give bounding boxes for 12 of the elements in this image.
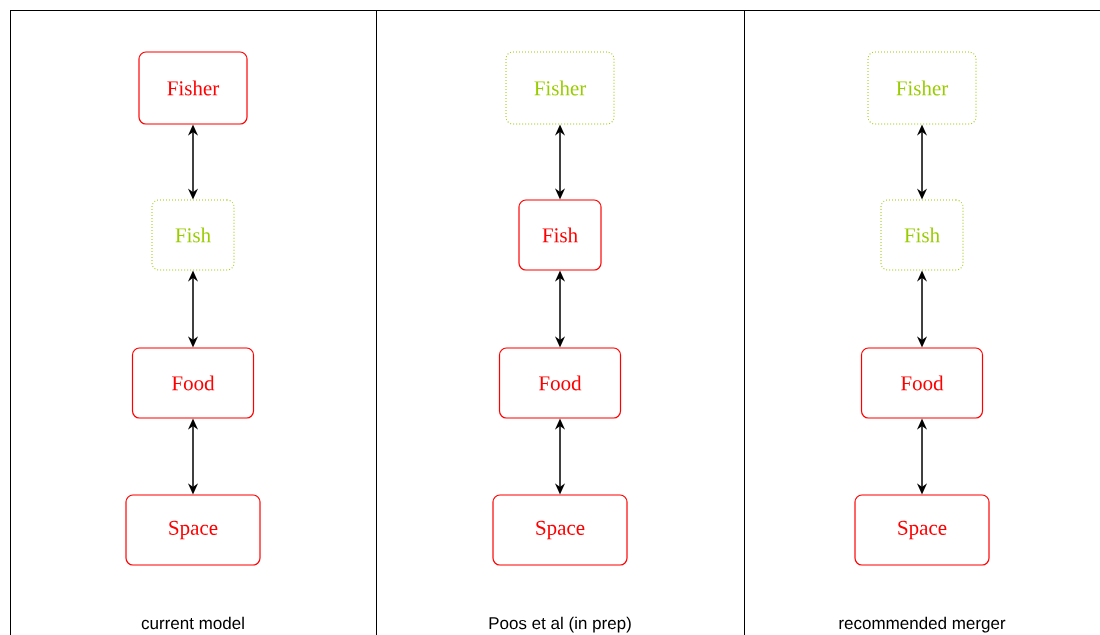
model-box: Space [125,494,261,566]
model-box: Space [492,494,628,566]
model-box: Fish [518,199,602,271]
model-box: Fisher [867,51,977,125]
model-box: Food [131,347,255,419]
model-box: Fish [151,199,235,271]
model-box: Space [854,494,990,566]
model-box: Fisher [505,51,615,125]
model-box: Fisher [138,51,248,125]
model-box: Fish [880,199,964,271]
model-box: Food [860,347,984,419]
model-box: Food [498,347,622,419]
